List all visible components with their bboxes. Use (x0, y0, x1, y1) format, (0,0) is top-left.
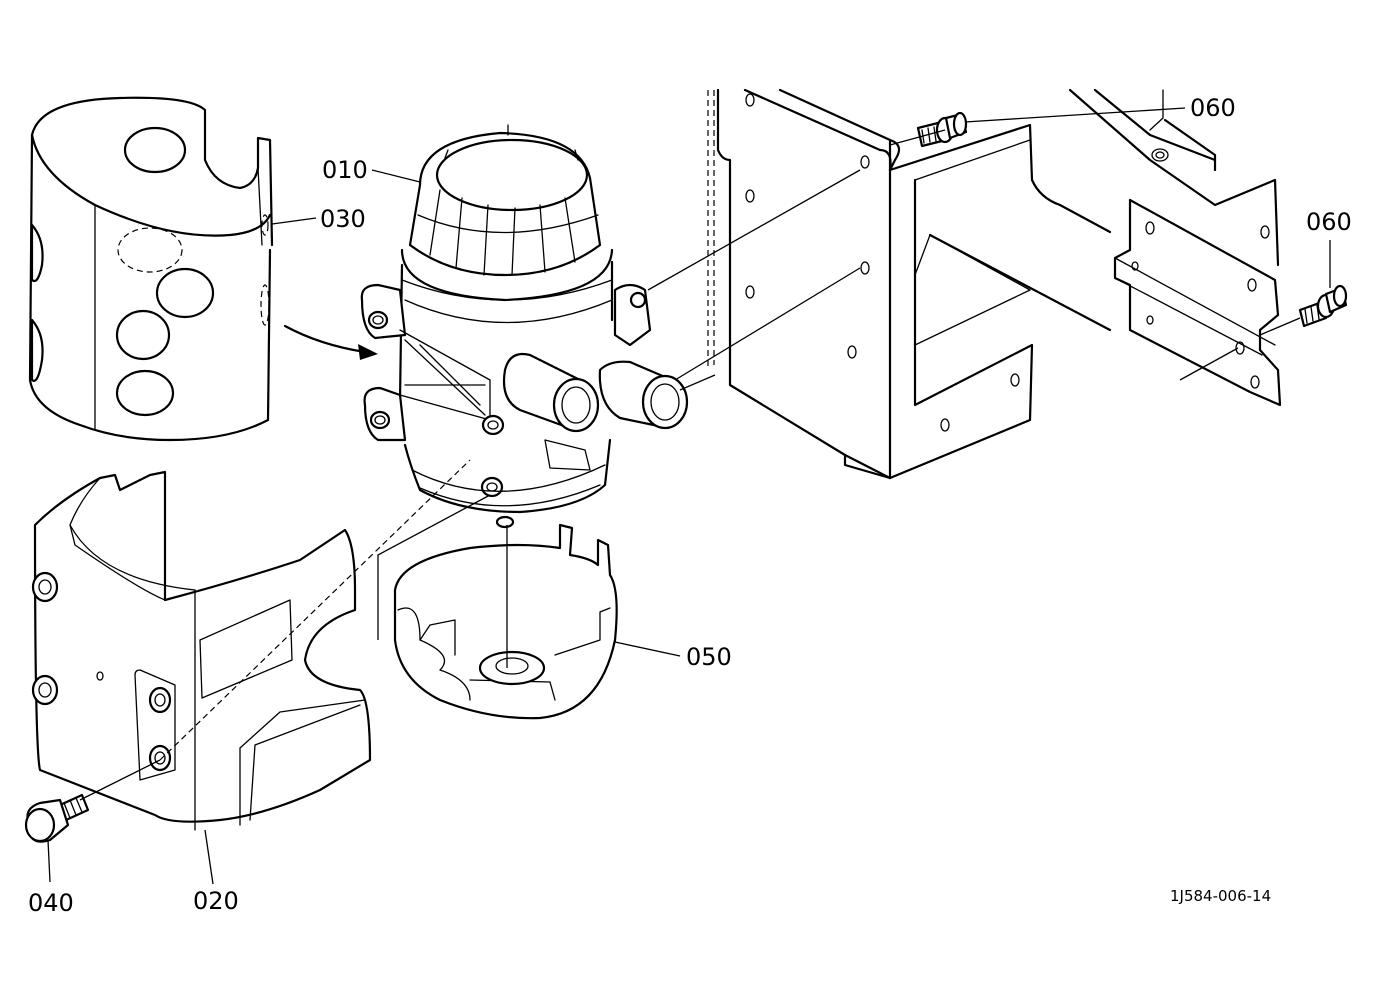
bolt-060-top (916, 111, 968, 148)
callout-leaders (47, 107, 1331, 885)
label-060-top: 060 (1190, 94, 1236, 122)
bracket-020 (31, 470, 372, 831)
label-040: 040 (28, 889, 74, 917)
shield-030 (28, 96, 274, 442)
plate-holes (745, 93, 1020, 432)
label-020: 020 (193, 887, 239, 915)
filter-010 (360, 124, 689, 529)
label-060-right: 060 (1306, 208, 1352, 236)
bolt-040 (24, 793, 90, 843)
bolt-060-right (1298, 284, 1348, 328)
part-labels: 010 030 050 060 060 040 020 1J584-006-14 (28, 94, 1352, 917)
bracket (1068, 88, 1282, 407)
drawing-code: 1J584-006-14 (1170, 887, 1271, 905)
assembly-arrow (283, 324, 378, 360)
label-050: 050 (686, 643, 732, 671)
label-010: 010 (322, 156, 368, 184)
label-030: 030 (320, 205, 366, 233)
cover-050 (393, 523, 618, 720)
frame-plate (707, 88, 1112, 480)
mounting-lines (79, 129, 1301, 801)
